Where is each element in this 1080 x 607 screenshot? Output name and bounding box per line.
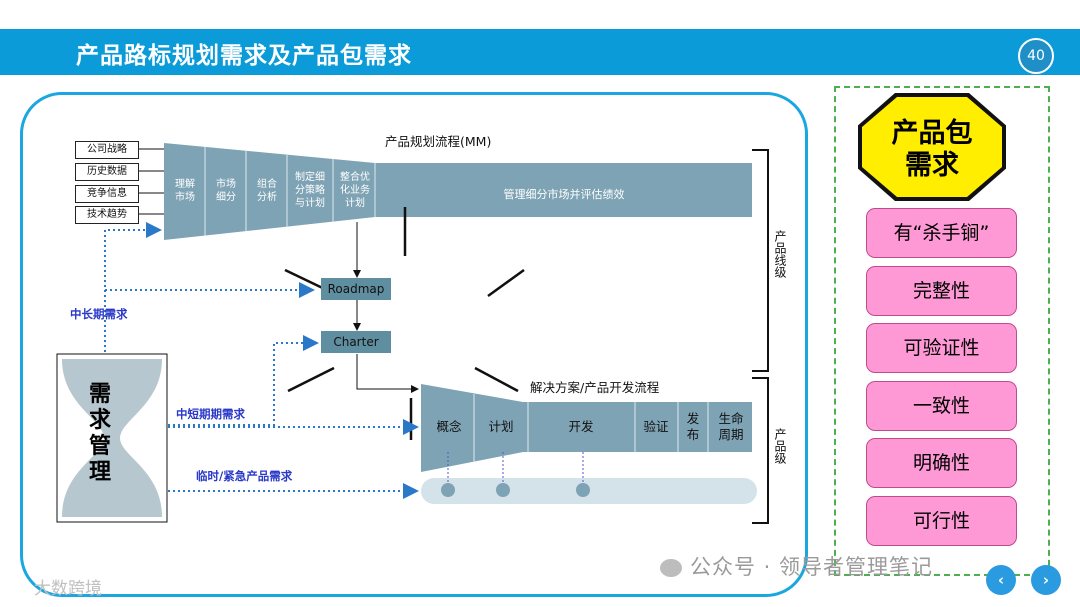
bracket-lines xyxy=(752,149,769,524)
demand-arrows xyxy=(104,222,419,499)
label-mid-short-demand: 中短期期需求 xyxy=(176,407,245,421)
package-item-verifiability: 可验证性 xyxy=(866,323,1017,373)
dev-funnel xyxy=(421,384,752,472)
track-dot-develop xyxy=(576,483,590,497)
dev-stage-dividers xyxy=(473,394,709,462)
stage-verify: 验证 xyxy=(643,419,669,434)
mm-step-understand-market: 理解 市场 xyxy=(175,179,195,203)
track-dashes xyxy=(447,452,584,483)
wechat-icon xyxy=(660,559,682,577)
track-dot-concept xyxy=(441,483,455,497)
package-item-consistency: 一致性 xyxy=(866,381,1017,431)
mm-step-business-plan: 整合优 化业务 计划 xyxy=(340,172,370,209)
mm-step-dividers xyxy=(204,147,376,236)
package-title-octagon xyxy=(862,97,1002,197)
input-tech-trend: 技术趋势 xyxy=(75,206,139,224)
mm-long-bar-label: 管理细分市场并评估绩效 xyxy=(503,188,625,201)
demand-hourglass xyxy=(62,359,162,517)
header-bar xyxy=(0,29,1080,75)
corner-watermark: 大数跨境 xyxy=(34,579,102,599)
next-page-button[interactable]: › xyxy=(1031,565,1061,595)
input-connectors xyxy=(138,148,164,215)
track-dot-plan xyxy=(496,483,510,497)
package-item-completeness: 完整性 xyxy=(866,266,1017,316)
page-number: 40 xyxy=(1018,38,1054,74)
mm-step-market-segment: 市场 细分 xyxy=(216,179,236,203)
decorative-lines xyxy=(284,207,525,440)
mm-funnel xyxy=(164,143,752,240)
input-competitive-info: 竞争信息 xyxy=(75,185,139,203)
charter-box: Charter xyxy=(321,331,391,353)
package-item-killer-feature: 有“杀手锏” xyxy=(866,208,1017,258)
package-item-feasibility: 可行性 xyxy=(866,496,1017,546)
input-historical-data: 历史数据 xyxy=(75,163,139,181)
package-title: 产品包 需求 xyxy=(891,118,973,181)
chevron-right-icon: › xyxy=(1042,571,1050,589)
demand-management-label: 需求管理 xyxy=(88,382,111,485)
label-long-term-demand: 中长期需求 xyxy=(70,307,128,321)
stage-concept: 概念 xyxy=(436,419,462,434)
stage-lifecycle: 生命 周期 xyxy=(718,411,744,442)
input-company-strategy: 公司战略 xyxy=(75,141,139,159)
bracket-label-product-line: 产品线级 xyxy=(773,230,787,278)
diagram-frame xyxy=(20,92,808,597)
dev-flow-title: 解决方案/产品开发流程 xyxy=(530,380,660,395)
stage-plan: 计划 xyxy=(488,419,514,434)
mm-step-portfolio-analysis: 组合 分析 xyxy=(257,179,277,203)
mm-step-segment-strategy: 制定细 分策略 与计划 xyxy=(295,172,325,209)
package-item-clarity: 明确性 xyxy=(866,438,1017,488)
bracket-label-product: 产品级 xyxy=(773,428,787,464)
stage-release: 发 布 xyxy=(686,411,700,442)
stage-develop: 开发 xyxy=(568,419,594,434)
roadmap-box: Roadmap xyxy=(321,278,391,300)
mm-flow-title: 产品规划流程(MM) xyxy=(385,134,492,149)
package-requirements-panel xyxy=(834,86,1050,576)
label-temporary-demand: 临时/紧急产品需求 xyxy=(196,469,293,483)
chevron-left-icon: ‹ xyxy=(997,571,1005,589)
wechat-watermark: 公众号 · 领导者管理笔记 xyxy=(660,551,933,581)
prev-page-button[interactable]: ‹ xyxy=(986,565,1016,595)
page-title: 产品路标规划需求及产品包需求 xyxy=(76,43,412,69)
